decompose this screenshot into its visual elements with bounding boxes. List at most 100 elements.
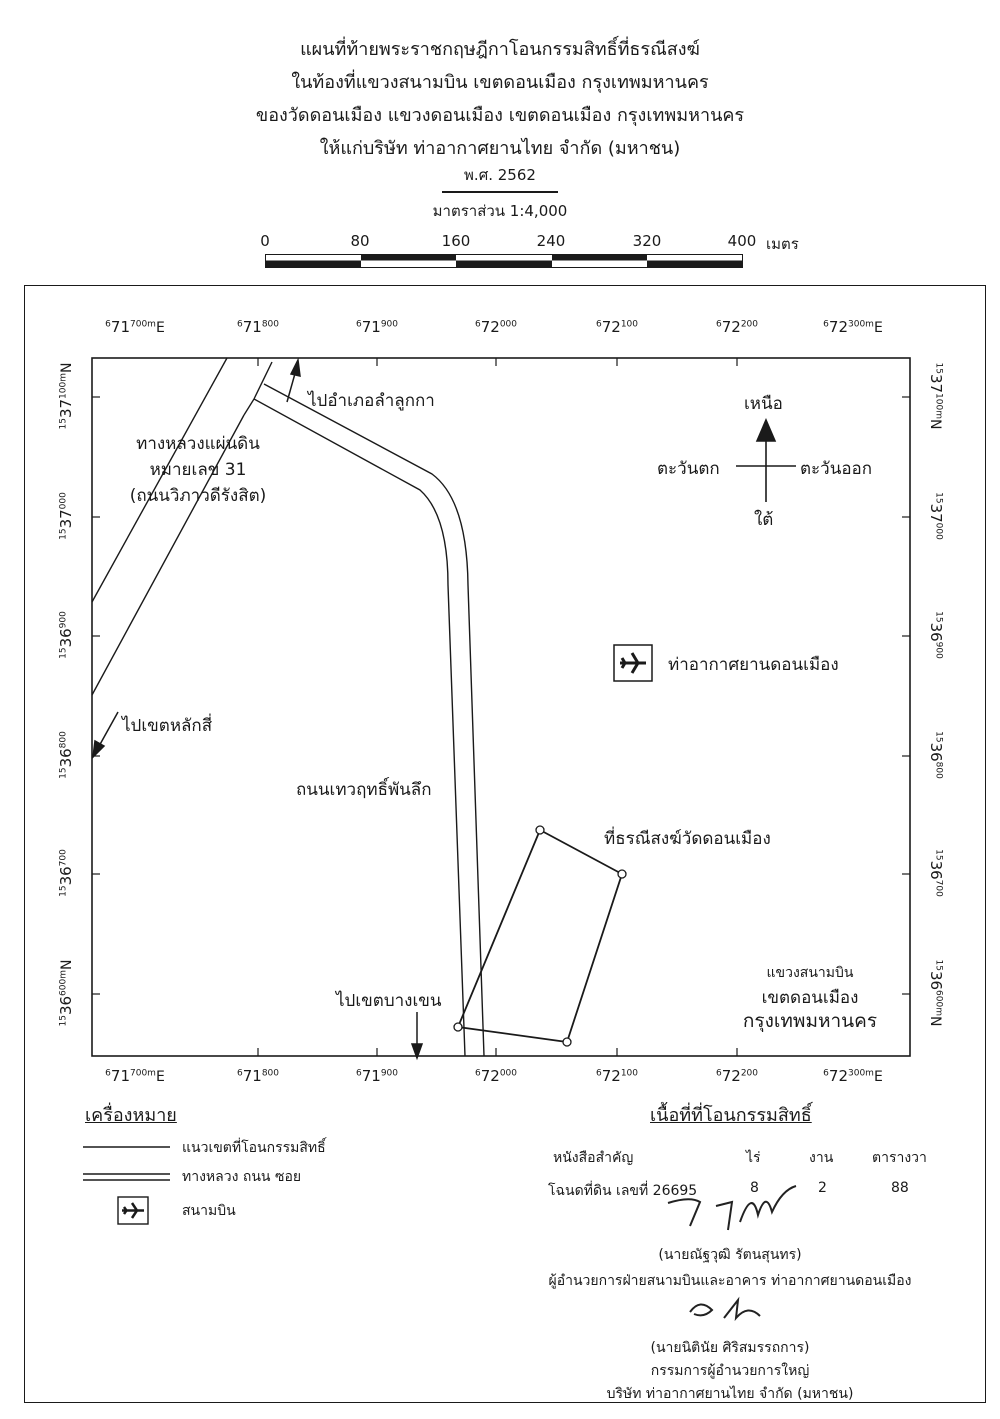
- label-highway-line3: (ถนนวิภาวดีรังสิต): [129, 486, 267, 506]
- scalebar-label: 80: [350, 232, 370, 250]
- legend-road-label: ทางหลวง ถนน ซอย: [182, 1169, 302, 1185]
- coord-suffix: 200: [740, 319, 758, 330]
- map-neatline: [91, 357, 911, 1057]
- easting-label: 672100: [587, 318, 647, 336]
- coord-suffix: 000: [499, 319, 517, 330]
- grid-ticks: [92, 358, 910, 1056]
- coord-prefix: 6: [474, 319, 481, 330]
- easting-label: 671900: [347, 1067, 407, 1085]
- plane-icon: [620, 652, 646, 674]
- coord-unit: E: [873, 320, 883, 336]
- easting-label: 671700mE: [105, 318, 165, 336]
- parcel-vertex: [453, 1022, 463, 1032]
- label-road-name: ถนนเทวฤทธิ์พันลึก: [296, 780, 432, 800]
- label-airport: ท่าอากาศยานดอนเมือง: [668, 655, 839, 675]
- parcel-vertices: [453, 825, 627, 1047]
- coord-main: 71: [242, 1067, 262, 1085]
- coord-main: 72: [721, 1067, 741, 1085]
- signer1-title: ผู้อำนวยการฝ่ายสนามบินและอาคาร ท่าอากาศย…: [548, 1273, 912, 1289]
- highway-edge: [243, 398, 255, 416]
- label-district-line2: เขตดอนเมือง: [761, 988, 859, 1008]
- compass-north-label: เหนือ: [744, 394, 783, 414]
- signer2-name: (นายนิตินัย ศิริสมรรถการ): [650, 1340, 810, 1356]
- coord-unit: E: [155, 1069, 165, 1085]
- label-parcel: ที่ธรณีสงฆ์วัดดอนเมือง: [604, 829, 771, 849]
- scalebar-label: 160: [441, 232, 471, 250]
- label-to-bang-khen: ไปเขตบางเขน: [336, 991, 442, 1011]
- year-label: พ.ศ. 2562: [0, 163, 1000, 193]
- area-header-rai: ไร่: [746, 1150, 761, 1166]
- area-row-ngan: 2: [818, 1180, 827, 1196]
- signature-first: [667, 1185, 797, 1231]
- compass-rose: [736, 417, 796, 502]
- legend-symbols: [83, 1146, 170, 1181]
- highway-edge: [91, 414, 245, 696]
- easting-label: 672100: [587, 1067, 647, 1085]
- area-title: เนื้อที่ที่โอนกรรมสิทธิ์: [650, 1105, 812, 1126]
- arrow-head: [289, 357, 301, 377]
- coord-suffix: 200: [740, 1068, 758, 1079]
- scalebar-segment: [266, 255, 362, 267]
- scale-bar: [265, 254, 743, 268]
- coord-suffix: 700m: [130, 1068, 156, 1079]
- outer-frame: [24, 285, 986, 1403]
- easting-label: 672000: [466, 318, 526, 336]
- coord-prefix: 6: [715, 1068, 722, 1079]
- parcel-vertex: [617, 869, 627, 879]
- coord-main: 71: [361, 1067, 381, 1085]
- highway-edge: [91, 357, 228, 603]
- arrow-to-lam-luk-ka: [286, 357, 301, 403]
- scalebar-label: 240: [536, 232, 566, 250]
- coord-suffix: 700m: [130, 319, 156, 330]
- road-edge: [253, 398, 466, 1057]
- arrow-head: [91, 739, 106, 760]
- area-row-doc: โฉนดที่ดิน เลขที่ 26695: [548, 1183, 698, 1199]
- label-to-lak-si: ไปเขตหลักสี่: [122, 716, 213, 736]
- coord-main: 71: [110, 1067, 130, 1085]
- compass-east-label: ตะวันออก: [800, 459, 873, 479]
- coord-suffix: 100: [620, 319, 638, 330]
- legend-boundary-label: แนวเขตที่โอนกรรมสิทธิ์: [182, 1140, 326, 1156]
- easting-label: 671900: [347, 318, 407, 336]
- compass-south-label: ใต้: [754, 510, 774, 530]
- airport-symbol: [613, 644, 653, 682]
- area-row-wa: 88: [891, 1180, 909, 1196]
- area-row-rai: 8: [750, 1180, 759, 1196]
- legend-airport-label: สนามบิน: [182, 1203, 236, 1219]
- coord-suffix: 800: [261, 319, 279, 330]
- coord-suffix: 100: [620, 1068, 638, 1079]
- legend-title: เครื่องหมาย: [85, 1105, 177, 1126]
- coord-main: 72: [601, 318, 621, 336]
- scalebar-label: 0: [260, 232, 270, 250]
- coord-main: 71: [242, 318, 262, 336]
- coord-prefix: 6: [595, 319, 602, 330]
- coord-suffix: 300m: [848, 319, 874, 330]
- scale-ratio: มาตราส่วน 1:4,000: [432, 202, 568, 220]
- coord-unit: E: [873, 1069, 883, 1085]
- coord-prefix: 6: [236, 319, 243, 330]
- coord-suffix: 300m: [848, 1068, 874, 1079]
- airport-box: [117, 1196, 149, 1225]
- coord-suffix: 800: [261, 1068, 279, 1079]
- coord-main: 72: [480, 318, 500, 336]
- easting-label: 671700mE: [105, 1067, 165, 1085]
- highway-edge: [253, 361, 273, 400]
- legend-airport-icon: [117, 1196, 149, 1225]
- easting-label: 671800: [228, 1067, 288, 1085]
- area-header-doc: หนังสือสำคัญ: [553, 1150, 634, 1166]
- label-district-line3: กรุงเทพมหานคร: [742, 1010, 878, 1032]
- easting-label: 672300mE: [823, 1067, 883, 1085]
- map-title-line4: ให้แก่บริษัท ท่าอากาศยานไทย จำกัด (มหาชน…: [319, 138, 681, 159]
- coord-main: 71: [361, 318, 381, 336]
- signer2-title1: กรรมการผู้อำนวยการใหญ่: [650, 1363, 810, 1379]
- scalebar-segment: [646, 255, 743, 267]
- coord-main: 72: [480, 1067, 500, 1085]
- scalebar-label: 400: [727, 232, 757, 250]
- compass-north-arrow: [755, 417, 777, 442]
- coord-main: 71: [110, 318, 130, 336]
- airport-box: [613, 644, 653, 682]
- coord-prefix: 6: [715, 319, 722, 330]
- coord-main: 72: [601, 1067, 621, 1085]
- easting-label: 672300mE: [823, 318, 883, 336]
